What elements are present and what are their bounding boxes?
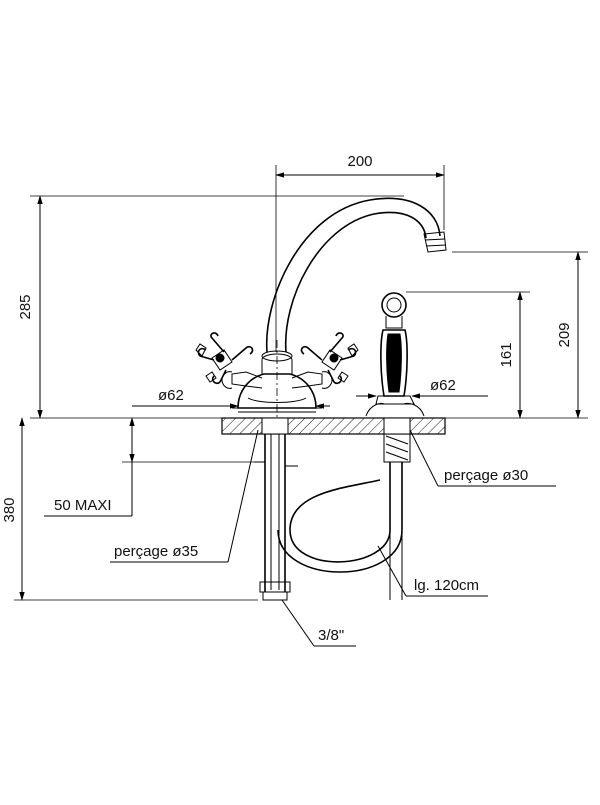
total-height-label: 285: [17, 294, 34, 319]
hole-right-label: perçage ø30: [444, 467, 528, 484]
dimension-lines: [14, 165, 588, 647]
shower-height-label: 161: [498, 342, 515, 367]
spout-reach-label: 200: [347, 153, 372, 170]
base-diameter-right-label: ø62: [430, 377, 456, 394]
spout-outlet-height-label: 209: [556, 322, 573, 347]
spout: [265, 197, 447, 353]
hole-left-label: perçage ø35: [114, 543, 198, 560]
right-cross-handle: [291, 332, 359, 389]
left-cross-handle: [195, 332, 263, 389]
connection-size-label: 3/8": [318, 627, 344, 644]
base-diameter-left-label: ø62: [158, 387, 184, 404]
under-deck-parts: [254, 434, 411, 601]
deck-thickness-label: 50 MAXI: [54, 497, 112, 514]
dimension-labels: 200 285 209 161 ø62 ø62 50 MAXI 380 perç…: [1, 153, 573, 644]
under-deck-length-label: 380: [1, 497, 18, 522]
mixer-body: [232, 340, 322, 419]
hose-length-label: lg. 120cm: [414, 577, 479, 594]
deck-section: [221, 417, 446, 435]
shower-handset: [365, 292, 425, 417]
